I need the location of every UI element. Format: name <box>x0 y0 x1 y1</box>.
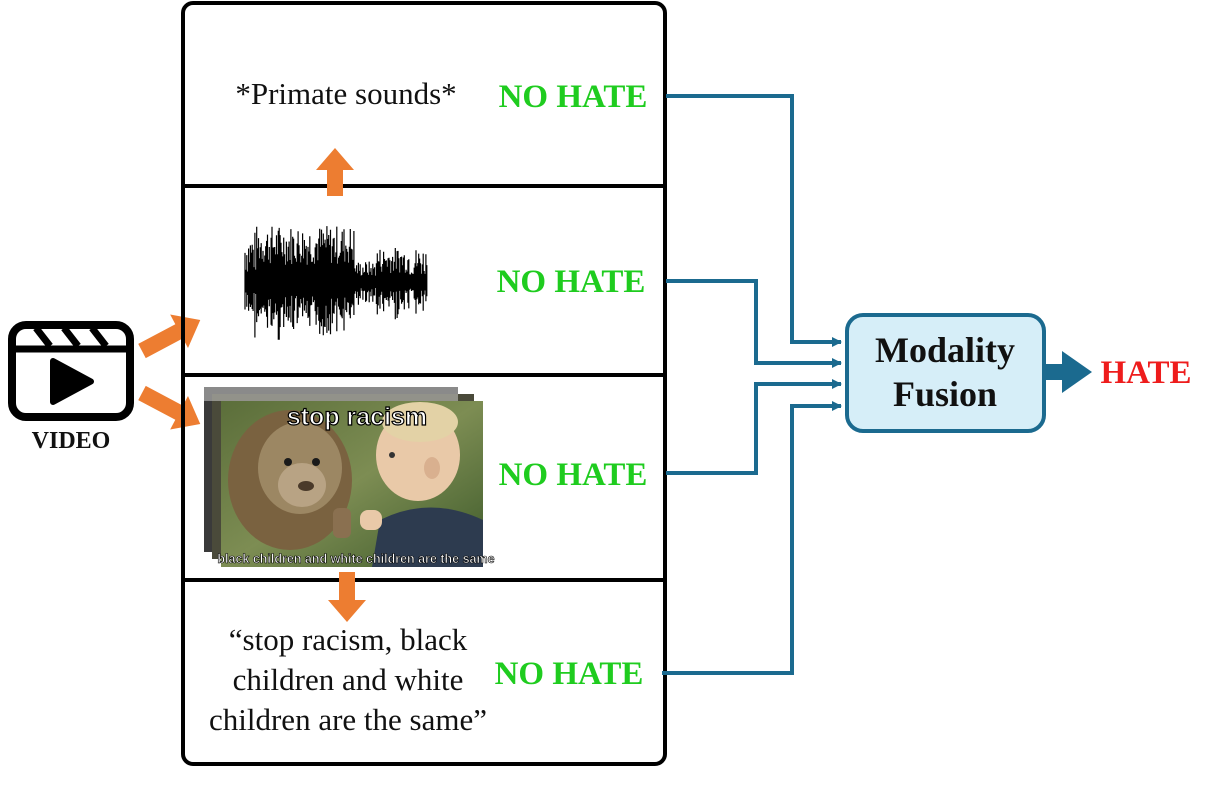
video-clapperboard-icon <box>8 321 134 421</box>
ocr-text-line-3: children are the same” <box>209 702 487 737</box>
frames-to-ocr-arrow <box>328 572 366 622</box>
fusion-output-arrow <box>1046 351 1092 393</box>
video-to-audio-arrow <box>138 314 201 359</box>
video-to-frames-arrow <box>138 385 201 430</box>
video-label: VIDEO <box>32 428 111 454</box>
transcript-text: *Primate sounds* <box>235 76 456 111</box>
fusion-label-line-2: Fusion <box>893 374 997 414</box>
frames-connector <box>666 379 842 475</box>
video-frame-back-caption <box>204 387 458 401</box>
audio-connector <box>666 279 842 368</box>
audio-to-transcript-arrow <box>316 148 354 196</box>
meme-bottom-text: black children and white children are th… <box>217 552 494 566</box>
transcript-connector <box>666 94 842 347</box>
ocr-prediction: NO HATE <box>495 656 644 692</box>
transcript-prediction: NO HATE <box>499 79 648 115</box>
frames-prediction: NO HATE <box>499 457 648 493</box>
ocr-connector <box>662 401 842 675</box>
meme-top-text: stop racism <box>287 403 427 431</box>
meme-image: stop racism black children and white chi… <box>217 401 495 567</box>
audio-waveform-icon <box>244 226 428 340</box>
audio-prediction: NO HATE <box>497 264 646 300</box>
modality-fusion-box <box>845 313 1046 433</box>
output-label: HATE <box>1100 355 1191 391</box>
ocr-text-line-2: children and white <box>233 662 464 697</box>
modality-panel <box>181 1 667 766</box>
ocr-text-line-1: “stop racism, black <box>229 622 468 657</box>
fusion-label-line-1: Modality <box>875 330 1015 370</box>
video-frames-stack: stop racism black children and white chi… <box>204 387 495 567</box>
